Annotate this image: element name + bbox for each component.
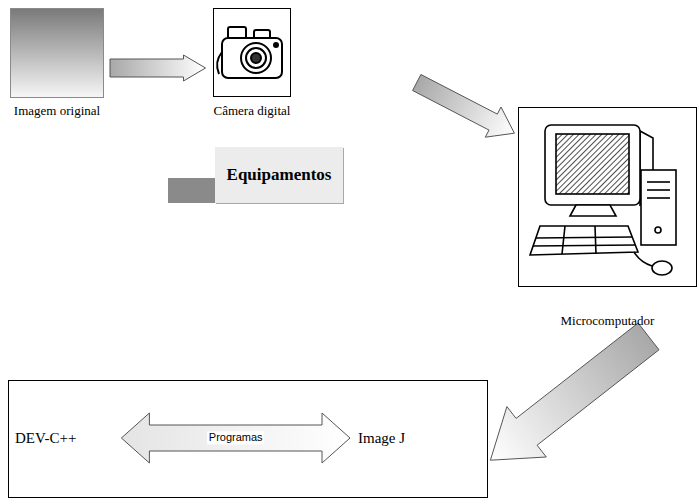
computer-icon (530, 125, 676, 275)
section-title: Equipamentos (227, 165, 332, 185)
picture-frame (10, 8, 104, 98)
camera-button (274, 43, 278, 47)
section-tag: Equipamentos (215, 147, 343, 203)
camera-lens-glass (251, 53, 261, 63)
block-arrow (413, 75, 515, 138)
double-block-arrow (121, 413, 350, 463)
cpu-slot (647, 197, 670, 199)
camera-node: Câmera digital (212, 8, 293, 119)
picture-frame (518, 107, 697, 287)
monitor-screen (556, 134, 629, 194)
caption-label: Microcomputador (561, 313, 655, 329)
block-arrow (490, 323, 659, 460)
cpu-button (655, 227, 661, 233)
caption-label: Câmera digital (214, 103, 291, 119)
program-name: Image J (358, 429, 405, 447)
camera-lens-outer (241, 43, 271, 73)
program-name: DEV-C++ (15, 429, 76, 447)
keyboard-key (595, 226, 596, 254)
camera-icon (217, 27, 282, 78)
keyboard-row (533, 245, 635, 246)
monitor-stand (570, 205, 616, 216)
image-node: Imagem original (10, 8, 104, 119)
monitor-frame (545, 125, 640, 205)
cpu-slot (647, 189, 670, 191)
caption-label: Imagem original (14, 103, 100, 119)
picture-frame (213, 8, 291, 97)
keyboard-row (536, 237, 632, 238)
block-arrow (110, 55, 206, 81)
computer-node: Microcomputador (518, 107, 697, 329)
tab-bar (168, 178, 215, 203)
program-label: DEV-C++ (15, 429, 76, 447)
camera-body (222, 38, 282, 78)
keyboard-key (562, 226, 565, 254)
arrow-label: Programas (207, 431, 265, 444)
program-label: Image J (358, 429, 405, 447)
mouse (652, 261, 672, 275)
camera-lens-ring (246, 48, 266, 68)
keyboard (530, 226, 638, 255)
mouse-cord (634, 252, 652, 266)
cpu-slot (647, 181, 670, 183)
cpu-tower (641, 170, 676, 245)
